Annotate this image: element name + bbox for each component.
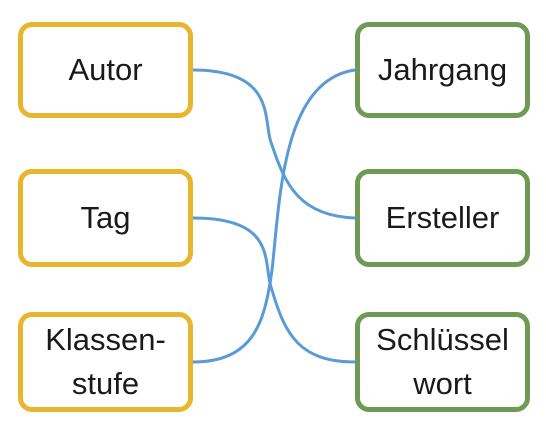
left-box-label: Tag (80, 200, 131, 235)
left-box-label: Autor (68, 52, 143, 87)
connector-klassenstufe-jahrgang (191, 68, 357, 364)
left-box-label: Klassen- stufe (45, 322, 166, 401)
right-box-ersteller[interactable]: Ersteller (355, 169, 530, 267)
right-box-jahrgang[interactable]: Jahrgang (355, 22, 530, 118)
left-box-klassenstufe[interactable]: Klassen- stufe (18, 312, 193, 412)
right-box-label: Jahrgang (377, 52, 508, 87)
right-box-schluesselwort[interactable]: Schlüssel wort (355, 312, 530, 412)
connector-autor-ersteller (191, 68, 357, 220)
right-box-label: Ersteller (385, 200, 500, 235)
left-box-tag[interactable]: Tag (18, 169, 193, 267)
connector-tag-schluesselwort (191, 216, 357, 364)
right-box-label: Schlüssel wort (376, 322, 509, 401)
left-box-autor[interactable]: Autor (18, 22, 193, 118)
